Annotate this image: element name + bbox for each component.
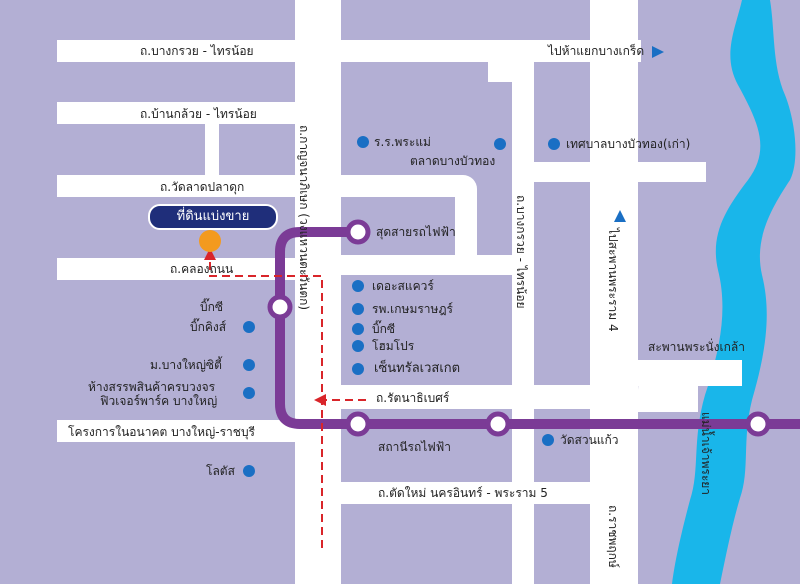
road-label-tat-mai: ถ.ตัดใหม่ นครอินทร์ - พระราม 5 — [378, 486, 548, 500]
poi-dot-bigc-center — [352, 323, 364, 335]
poi-label-future-park: ฟิวเจอร์พาร์ค บางใหญ่ — [100, 394, 218, 408]
poi-dot-municipality — [548, 138, 560, 150]
road-tat-mai — [341, 482, 590, 504]
road-label-rachaphruek: ถ.ราชพฤกษ์ — [606, 505, 620, 568]
poi-dot-bangyai-city — [243, 359, 255, 371]
poi-label-phra-mae: ร.ร.พระแม่ — [374, 135, 431, 149]
road-connector-1 — [205, 124, 219, 176]
poi-dot-bang-bua-thong-market — [494, 138, 506, 150]
poi-label-bigc-left: บิ๊กซี — [200, 300, 224, 314]
road-label-khlong-thanon: ถ.คลองถนน — [170, 262, 234, 276]
up-arrow-icon — [614, 210, 626, 222]
road-rachaphruek — [590, 0, 638, 584]
land-marker — [199, 230, 221, 252]
rail-station-terminus — [345, 219, 371, 245]
poi-dot-central-westgate — [352, 363, 364, 375]
rail-station-bigc — [267, 294, 293, 320]
land-for-sale-badge: ที่ดินแบ่งขาย — [148, 204, 278, 230]
road-wat-lat-pla-duk — [57, 175, 295, 197]
road-kanchanaphisek — [295, 0, 341, 584]
right-arrow-icon — [652, 46, 664, 58]
rail-station-label: สถานีรถไฟฟ้า — [378, 440, 452, 454]
poi-label-the-square: เดอะสแควร์ — [372, 279, 434, 293]
road-khlong-thanon — [57, 258, 295, 280]
road-label-to-bang-kruet: ไปห้าแยกบางเกร็ด — [548, 44, 645, 58]
poi-dot-bigkings — [243, 321, 255, 333]
poi-label-wat-suan-kaeo: วัดสวนแก้ว — [560, 433, 619, 447]
route-arrow-head — [314, 394, 326, 406]
poi-label-department-store: ห้างสรรพสินค้าครบวงจร — [88, 380, 216, 394]
route-up-arrow-head — [204, 248, 216, 260]
poi-dot-the-square — [352, 280, 364, 292]
road-top-curve — [488, 52, 534, 82]
poi-dot-phra-mae — [357, 136, 369, 148]
road-label-bang-kruai-vertical: ถ.บางกรวย - ไทรน้อย — [514, 195, 528, 309]
chao-phraya-river — [672, 0, 796, 584]
road-label-wat-lat-pla-duk: ถ.วัดลาดปลาดุก — [160, 180, 245, 194]
river-label: แม่น้ำเจ้าพระยา — [699, 412, 713, 496]
purple-rail-line — [275, 227, 800, 429]
poi-label-municipality: เทศบาลบางบัวทอง(เก่า) — [566, 137, 691, 151]
road-market-street — [341, 175, 461, 197]
road-label-rattanathibet: ถ.รัตนาธิเบศร์ — [376, 391, 450, 405]
poi-dot-wat-suan-kaeo — [542, 434, 554, 446]
road-nang-klao-curve — [638, 360, 698, 412]
road-label-future-project: โครงการในอนาคต บางใหญ่-ราชบุรี — [68, 425, 256, 439]
poi-label-kasemrad: รพ.เกษมราษฎร์ — [372, 302, 453, 316]
road-label-nang-klao: สะพานพระนั่งเกล้า — [648, 340, 745, 354]
road-ban-kluai-sai-noi — [57, 102, 295, 124]
poi-dot-homepro — [352, 340, 364, 352]
rail-station-3 — [745, 411, 771, 437]
road-label-ban-kluai-sai-noi: ถ.บ้านกล้วย - ไทรน้อย — [140, 107, 257, 121]
poi-label-central-westgate: เซ็นทรัลเวสเกต — [374, 361, 461, 376]
poi-dot-kasemrad — [352, 303, 364, 315]
rail-terminus-label: สุดสายรถไฟฟ้า — [376, 225, 456, 239]
poi-label-bigc-center: บิ๊กซี — [372, 322, 396, 336]
poi-label-lotus: โลตัส — [206, 464, 235, 478]
route-dashed-line — [209, 262, 323, 548]
road-bang-kruai-vertical — [512, 62, 534, 584]
poi-label-bang-bua-thong-market: ตลาดบางบัวทอง — [410, 154, 496, 168]
road-market-curve — [455, 175, 477, 255]
poi-label-bangyai-city: ม.บางใหญ่ซิตี้ — [150, 358, 222, 372]
road-label-kanchanaphisek: ถ.กาญจนาภิเษก (วงแหวนตะวันตก) — [297, 125, 311, 311]
road-future-project — [57, 420, 295, 442]
poi-dot-future-park — [243, 387, 255, 399]
road-label-bang-kruai-sai-noi: ถ.บางกรวย - ไทรน้อย — [140, 44, 254, 58]
rail-station-1 — [345, 411, 371, 437]
poi-dot-lotus — [243, 465, 255, 477]
rail-station-2 — [485, 411, 511, 437]
road-rattanathibet — [341, 385, 638, 409]
poi-label-homepro: โฮมโปร — [372, 339, 415, 353]
poi-label-bigkings: บิ๊กคิงส์ — [190, 320, 227, 334]
road-label-phra-ram-4: ไปสะพานพระราม 4 — [606, 228, 620, 332]
road-the-square — [341, 255, 512, 275]
